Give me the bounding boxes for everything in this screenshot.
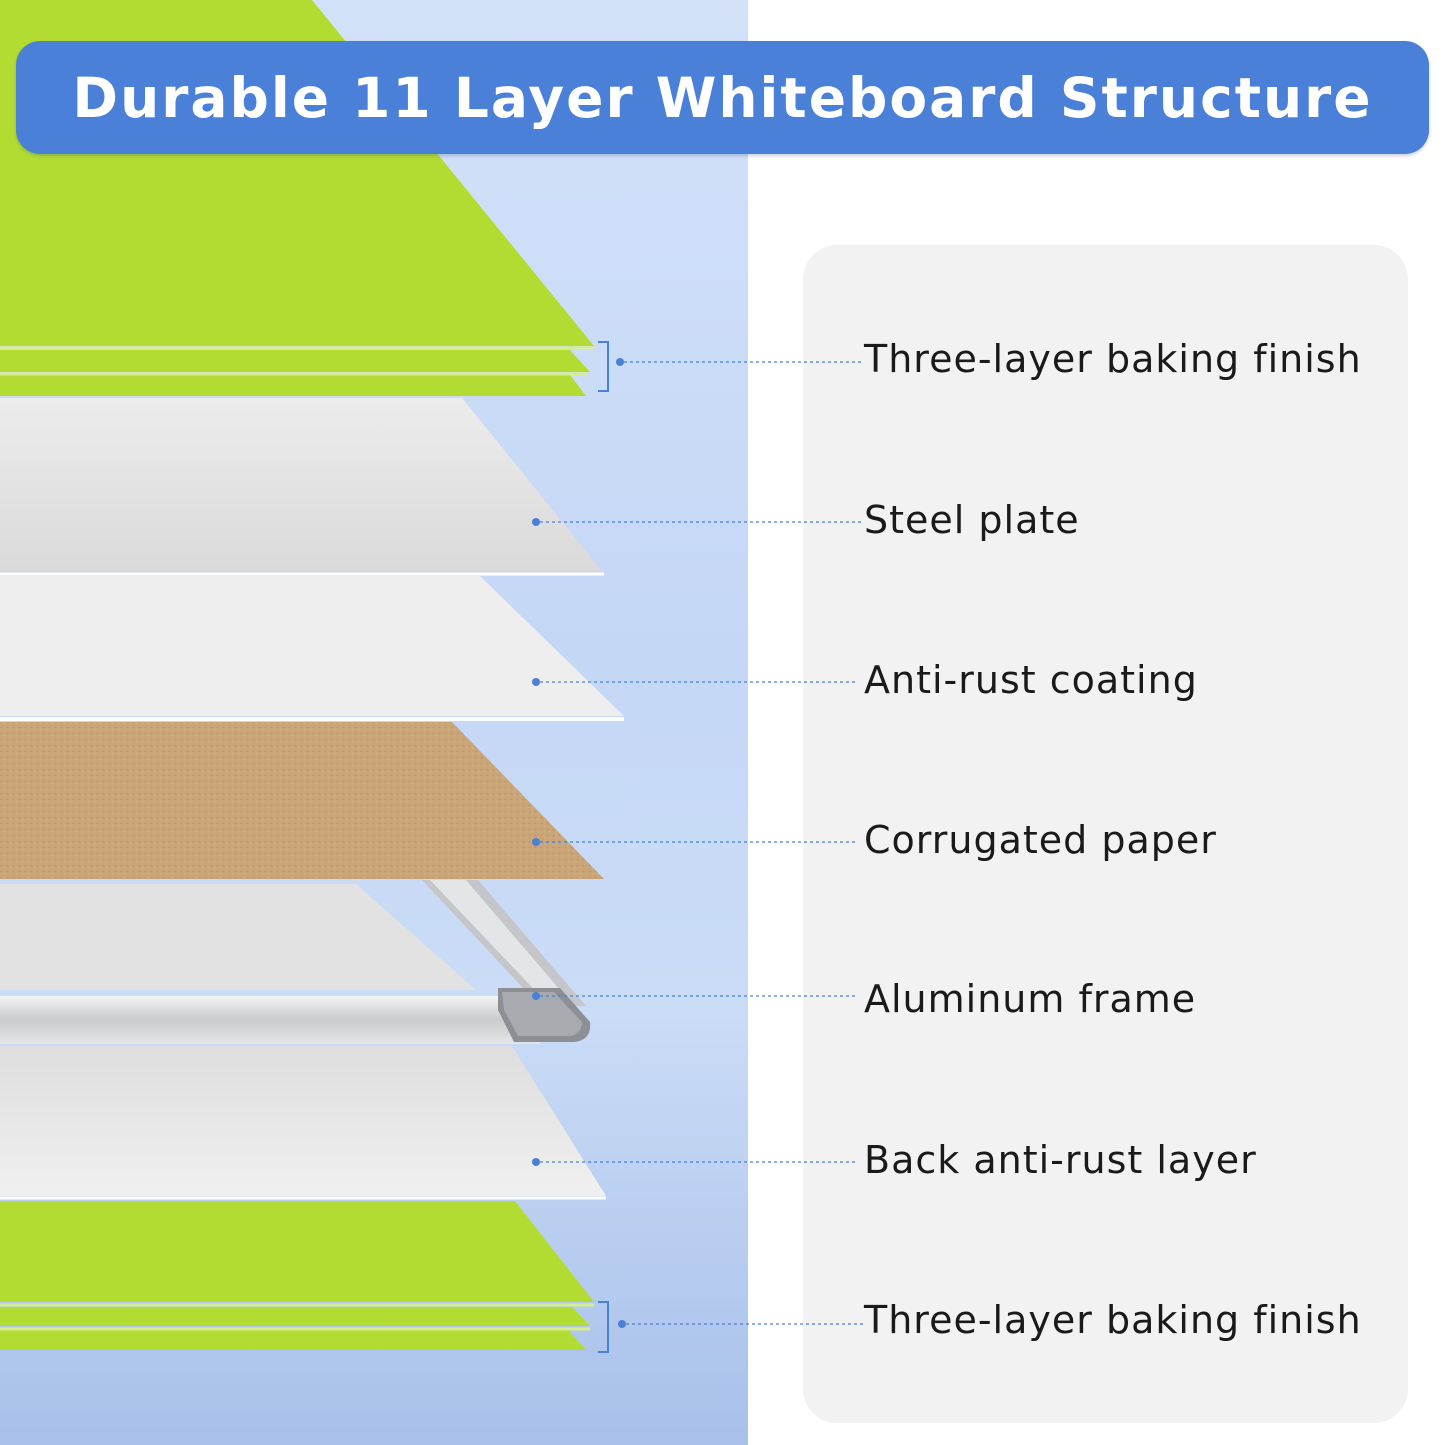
back-anti-rust-layer [0,1046,606,1196]
bottom-baking-finish-sublayer [0,1330,586,1350]
steel-plate-layer [0,398,602,571]
bottom-baking-finish-sublayer [0,1307,590,1326]
layer-stack [0,0,624,1350]
label-panel [803,245,1408,1423]
page-title: Durable 11 Layer Whiteboard Structure [72,65,1373,130]
label-corrugated-paper: Corrugated paper [864,818,1217,862]
title-banner: Durable 11 Layer Whiteboard Structure [16,41,1429,154]
label-back-anti-rust-layer: Back anti-rust layer [864,1138,1257,1182]
label-bottom-baking-finish: Three-layer baking finish [864,1298,1362,1342]
corrugated-paper-layer [0,722,604,879]
anti-rust-coating-layer [0,576,624,716]
label-anti-rust-coating: Anti-rust coating [864,658,1198,702]
label-aluminum-frame: Aluminum frame [864,977,1197,1021]
bottom-baking-finish-layer [0,1201,594,1302]
label-steel-plate: Steel plate [864,498,1080,542]
top-baking-finish-sublayer [0,375,586,396]
aluminum-frame-panel [0,884,476,990]
top-baking-finish-sublayer [0,350,590,372]
aluminum-frame-rail [0,996,540,1044]
label-top-baking-finish: Three-layer baking finish [864,337,1362,381]
